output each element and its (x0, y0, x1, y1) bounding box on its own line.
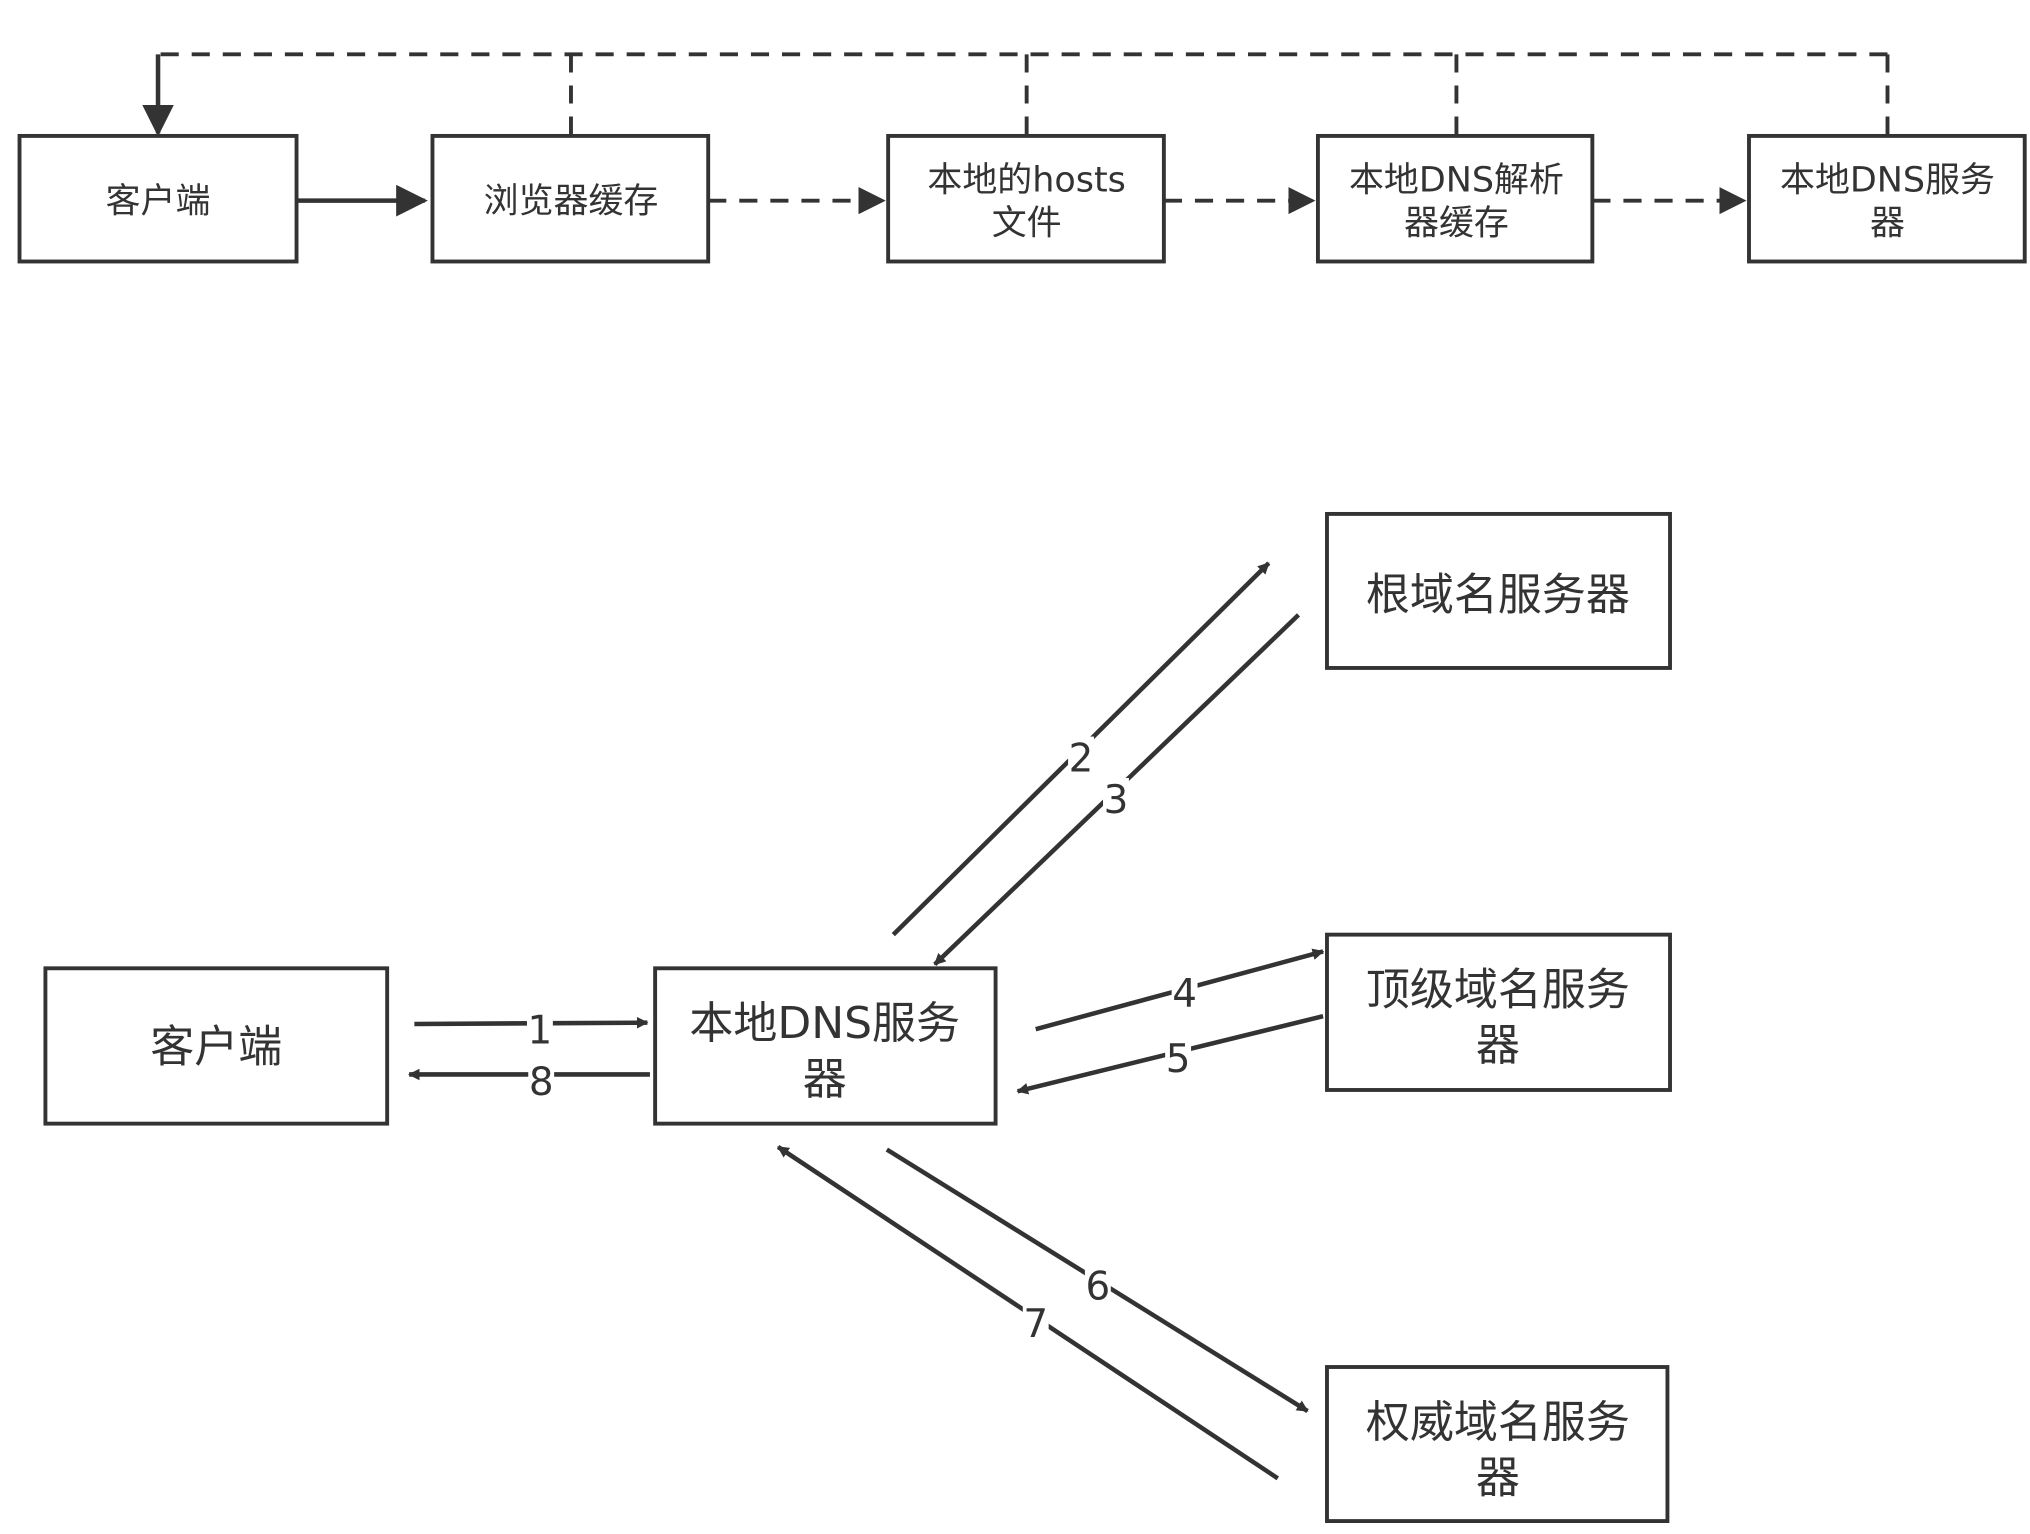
node-label: 浏览器缓存 (484, 181, 659, 221)
step-label: 4 (1172, 972, 1197, 1017)
node-label-line2: 器 (1476, 1020, 1520, 1071)
node-local-dns-top: 本地DNS服务器 (1747, 133, 2027, 264)
node-local-dns: 本地DNS服务 器 (653, 966, 998, 1126)
node-authoritative-server: 权威域名服务 器 (1325, 1365, 1670, 1523)
step-labels: 1 2 3 4 5 6 7 8 (526, 737, 1198, 1347)
return-path (142, 52, 1890, 137)
step-label: 8 (529, 1060, 554, 1105)
node-label-line: 本地DNS服务 (1780, 161, 1995, 201)
node-label-line: 本地DNS解析 (1349, 161, 1564, 201)
node-label-line1: 本地DNS服务 (689, 998, 960, 1049)
node-root-server: 根域名服务器 (1325, 511, 1672, 670)
node-tld-server: 顶级域名服务 器 (1325, 932, 1672, 1092)
step-label: 2 (1069, 737, 1094, 782)
node-label-line: 器缓存 (1404, 203, 1509, 243)
step-label: 6 (1085, 1265, 1110, 1310)
node-label-line1: 权威域名服务 (1366, 1397, 1630, 1448)
node-browser-cache: 浏览器缓存 (430, 133, 711, 264)
step-label: 3 (1104, 778, 1129, 823)
node-label: 本地DNS解析器缓存 (1349, 161, 1564, 244)
node-client-top: 客户端 (17, 133, 299, 264)
node-label-line: 文件 (992, 203, 1062, 243)
node-label-line2: 器 (803, 1054, 847, 1105)
node-client: 客户端 (43, 966, 390, 1126)
node-resolver-cache: 本地DNS解析器缓存 (1315, 133, 1595, 264)
step-label: 7 (1023, 1302, 1048, 1347)
node-label-line1: 顶级域名服务 (1366, 965, 1630, 1016)
node-label: 本地DNS服务器 (1780, 161, 1995, 244)
step-label: 5 (1166, 1037, 1191, 1082)
node-label: 客户端 (106, 181, 211, 221)
node-label-line: 器 (1870, 203, 1905, 243)
node-label-line2: 器 (1476, 1453, 1520, 1504)
node-label: 根域名服务器 (1366, 570, 1630, 621)
node-label: 客户端 (150, 1022, 282, 1073)
step-label: 1 (528, 1008, 553, 1053)
node-label-line: 本地的hosts (927, 161, 1125, 201)
